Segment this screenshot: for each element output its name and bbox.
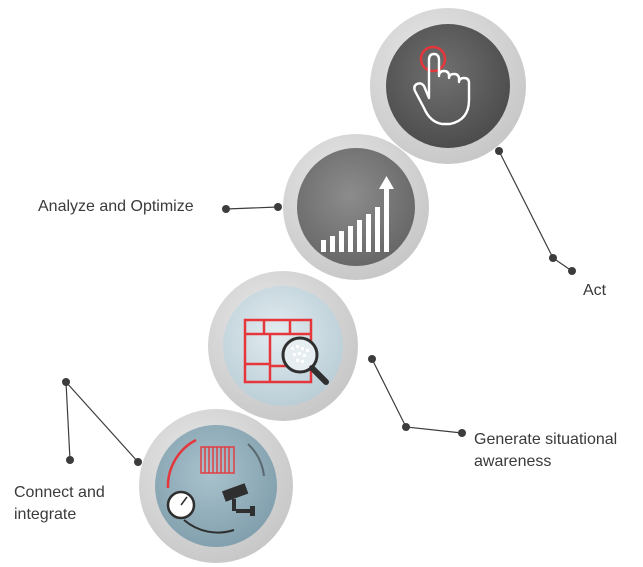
connector-connect-2 [65,381,139,463]
connector-aware [371,358,463,434]
step-aware-circle [208,271,358,421]
step-connect-label-line2: integrate [14,506,77,523]
step-act-circle [370,8,526,164]
step-act-label: Act [583,280,606,302]
step-analyze-label-text: Analyze and Optimize [38,198,194,215]
connector-act [498,150,573,272]
step-connect-circle [139,409,293,563]
step-connect-label: Connect and integrate [14,482,105,526]
step-aware-label-line1: Generate situational [474,431,618,448]
step-analyze-label: Analyze and Optimize [38,196,194,218]
devices-icon [166,438,265,534]
step-act-label-text: Act [583,282,607,299]
step-analyze-circle [283,134,429,280]
floorplan-magnifier-icon [243,318,329,385]
connector-analyze [225,206,279,210]
growth-bar-chart-icon [321,176,394,252]
hand-pointer-icon [413,45,471,126]
step-aware-label: Generate situational awareness [474,429,617,473]
connector-connect [65,381,71,461]
step-connect-label-line1: Connect and [14,484,105,501]
connector-dots [62,147,576,466]
step-aware-label-line2: awareness [474,453,552,470]
